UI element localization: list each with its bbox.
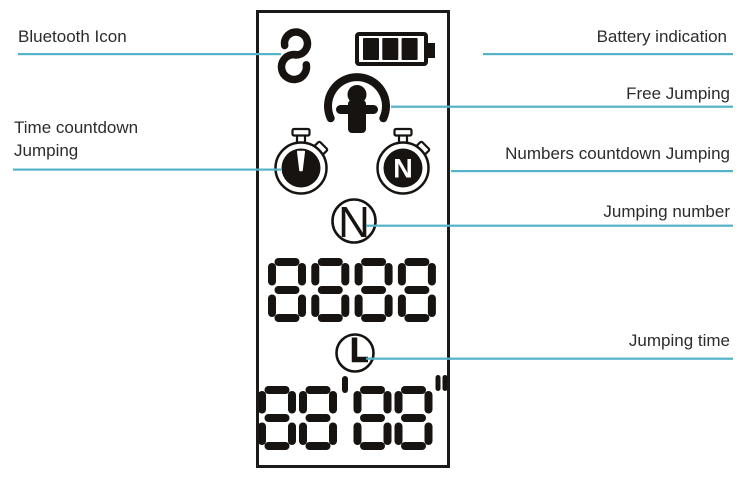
label-battery-indication: Battery indication bbox=[596, 27, 727, 46]
person-body bbox=[348, 100, 366, 133]
clock-hands bbox=[351, 337, 368, 363]
free-jumping-person-icon bbox=[324, 73, 390, 133]
label-time-countdown-jumping: Time countdown Jumping bbox=[14, 118, 139, 160]
label-jumping-time: Jumping time bbox=[628, 331, 730, 350]
battery-icon bbox=[355, 32, 435, 66]
stopwatch-n-letter: N bbox=[393, 154, 413, 184]
jump-rope-arc bbox=[324, 73, 390, 123]
jump-time-display bbox=[258, 375, 448, 450]
time-countdown-stopwatch-icon bbox=[274, 127, 329, 195]
circle-n-letter: N bbox=[338, 198, 370, 247]
callout-line-battery bbox=[483, 53, 733, 56]
label-free-jumping: Free Jumping bbox=[626, 84, 730, 103]
callout-line-bluetooth bbox=[18, 53, 281, 56]
numbers-countdown-stopwatch-icon: N bbox=[376, 127, 431, 195]
screen-panel-border bbox=[256, 10, 450, 468]
jump-count-display bbox=[268, 258, 436, 322]
jumping-number-icon: N bbox=[331, 198, 377, 247]
person-head bbox=[347, 85, 367, 104]
label-bluetooth-icon: Bluetooth Icon bbox=[18, 27, 127, 46]
callout-line-free-jumping bbox=[391, 105, 733, 108]
battery-terminal bbox=[428, 43, 435, 58]
callout-line-time-countdown bbox=[13, 168, 281, 171]
callout-line-numbers-countdown bbox=[451, 170, 733, 173]
bluetooth-icon bbox=[277, 28, 312, 84]
battery-bars bbox=[363, 38, 418, 60]
callout-line-jumping-number bbox=[366, 224, 733, 227]
callout-line-jumping-time bbox=[366, 357, 733, 360]
screen-icons: N N bbox=[274, 28, 435, 373]
label-jumping-number: Jumping number bbox=[603, 202, 730, 221]
jumping-time-clock-icon bbox=[335, 333, 375, 373]
stopwatch-needle bbox=[296, 150, 306, 172]
label-numbers-countdown-jumping: Numbers countdown Jumping bbox=[505, 144, 730, 163]
